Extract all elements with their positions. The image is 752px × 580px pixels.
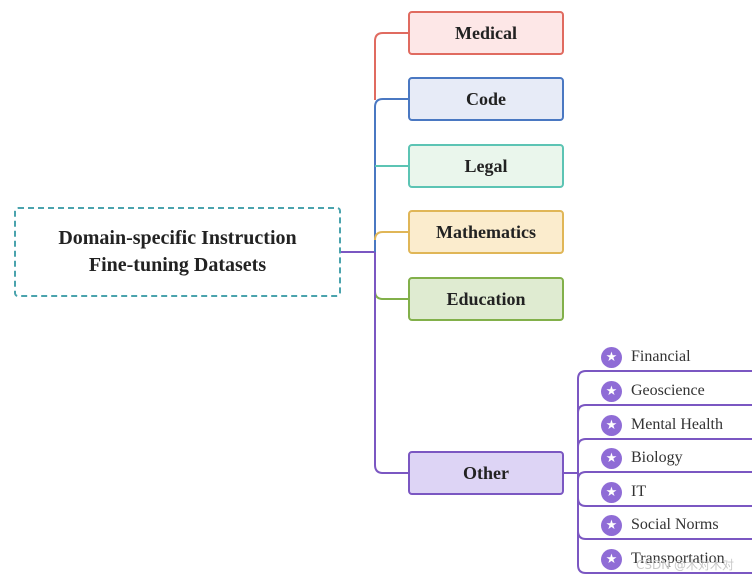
connector-code <box>374 98 408 252</box>
connector-leaf-1 <box>577 404 752 414</box>
connector-leaf-0 <box>577 370 752 380</box>
category-medical: Medical <box>408 11 564 55</box>
leaf-biology: ★ Biology <box>601 446 683 470</box>
leaf-label: IT <box>631 483 647 500</box>
watermark: CSDN @木对木对 <box>636 558 735 572</box>
category-label: Medical <box>455 22 517 43</box>
leaf-label: Geoscience <box>631 382 705 399</box>
category-label: Education <box>446 288 526 309</box>
leaf-mental-health: ★ Mental Health <box>601 413 723 437</box>
category-legal: Legal <box>408 144 564 188</box>
category-education: Education <box>408 277 564 321</box>
star-icon: ★ <box>601 380 622 402</box>
category-label: Mathematics <box>436 221 536 242</box>
connector-leaf-6 <box>577 564 752 574</box>
leaf-transportation: ★ Transportation <box>601 547 725 571</box>
category-label: Other <box>463 462 509 483</box>
connector-medical <box>374 32 408 100</box>
leaf-label: Financial <box>631 348 691 365</box>
star-icon: ★ <box>601 548 622 570</box>
root-node: Domain-specific Instruction Fine-tuning … <box>14 207 341 297</box>
leaf-it: ★ IT <box>601 480 646 504</box>
leaf-label: Biology <box>631 449 683 466</box>
star-icon: ★ <box>601 481 622 503</box>
star-icon: ★ <box>601 414 622 436</box>
connector-leaf-4 <box>577 497 752 507</box>
category-mathematics: Mathematics <box>408 210 564 254</box>
category-code: Code <box>408 77 564 121</box>
connector-other <box>374 252 408 474</box>
connector-education <box>374 252 408 300</box>
connector-leaf-5 <box>577 530 752 540</box>
root-title-line-2: Fine-tuning Datasets <box>88 254 267 276</box>
category-other: Other <box>408 451 564 495</box>
connector-leaf-2 <box>577 438 752 448</box>
leaf-label: Mental Health <box>631 416 723 433</box>
connector-leaf-3 <box>577 471 752 481</box>
leaf-label: Transportation <box>631 550 725 567</box>
connector-mathematics <box>374 231 408 241</box>
star-icon: ★ <box>601 447 622 469</box>
leaf-social-norms: ★ Social Norms <box>601 513 719 537</box>
leaf-geoscience: ★ Geoscience <box>601 379 705 403</box>
star-icon: ★ <box>601 346 622 368</box>
root-title-line-1: Domain-specific Instruction <box>58 227 297 249</box>
leaf-label: Social Norms <box>631 516 719 533</box>
star-icon: ★ <box>601 514 622 536</box>
category-label: Code <box>466 88 506 109</box>
category-label: Legal <box>464 155 508 176</box>
leaf-financial: ★ Financial <box>601 345 691 369</box>
